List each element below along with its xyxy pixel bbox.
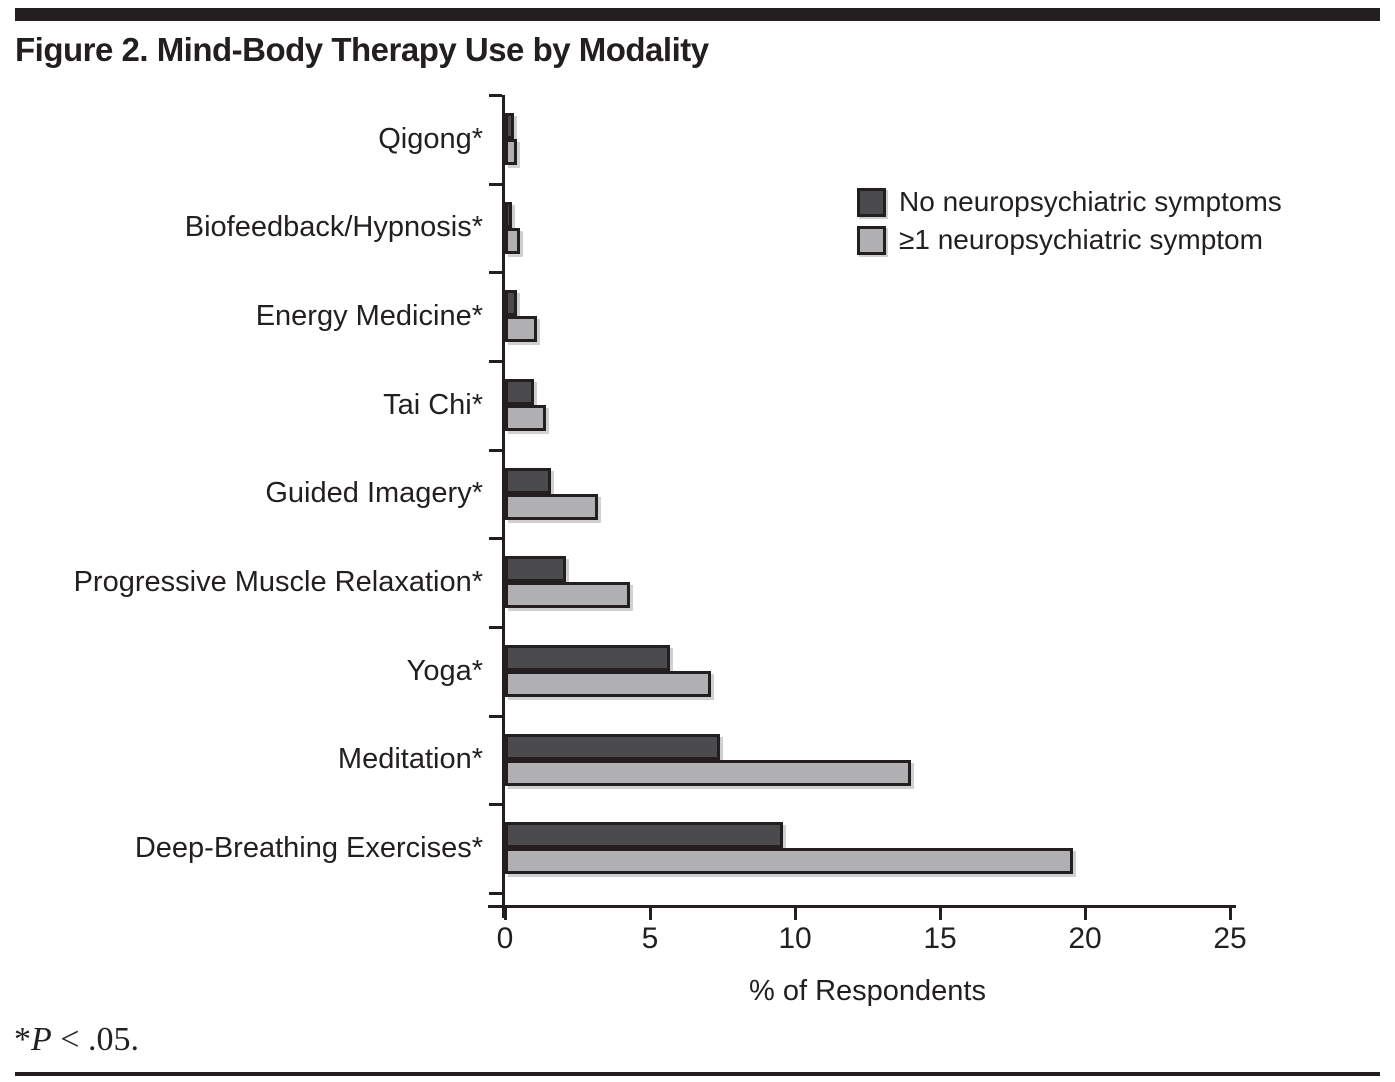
category-label: Progressive Muscle Relaxation* xyxy=(73,566,483,599)
category-label: Qigong* xyxy=(378,122,483,155)
x-axis-tick-label: 20 xyxy=(1068,922,1102,955)
category-row: Meditation* xyxy=(338,716,1232,805)
bar-ge1-symptom xyxy=(505,848,1073,875)
category-label: Energy Medicine* xyxy=(255,300,483,333)
x-axis-tick xyxy=(504,905,507,920)
footnote-p: P xyxy=(31,1021,52,1058)
category-label: Meditation* xyxy=(337,743,483,776)
legend-row-no-symptoms: No neuropsychiatric symptoms xyxy=(857,183,1282,221)
bar-no-symptoms xyxy=(505,733,720,760)
category-boundary-tick xyxy=(489,449,502,452)
bar-no-symptoms xyxy=(505,822,783,849)
category-boundary-tick xyxy=(489,715,502,718)
category-boundary-tick xyxy=(489,626,502,629)
legend-swatch-light xyxy=(857,225,886,255)
footnote-asterisk: * xyxy=(14,1021,31,1058)
legend-label-ge1-symptom: ≥1 neuropsychiatric symptom xyxy=(899,224,1263,255)
category-boundary-tick xyxy=(489,537,502,540)
bar-ge1-symptom xyxy=(505,582,630,609)
bar-no-symptoms xyxy=(505,467,551,494)
bar-no-symptoms xyxy=(505,290,517,317)
category-boundary-tick xyxy=(489,360,502,363)
bar-no-symptoms xyxy=(505,201,512,228)
category-row: Yoga* xyxy=(407,627,1232,716)
category-label: Biofeedback/Hypnosis* xyxy=(184,211,483,244)
category-boundary-tick xyxy=(489,271,502,274)
category-row: Biofeedback/Hypnosis* xyxy=(185,184,1232,273)
category-label: Yoga* xyxy=(406,654,483,687)
category-boundary-tick xyxy=(489,892,502,895)
figure-title: Figure 2. Mind-Body Therapy Use by Modal… xyxy=(15,31,709,68)
bar-ge1-symptom xyxy=(505,227,520,254)
x-axis-tick-label: 0 xyxy=(496,922,514,955)
legend: No neuropsychiatric symptoms ≥1 neuropsy… xyxy=(857,183,1282,259)
x-axis-tick xyxy=(794,905,797,920)
bar-ge1-symptom xyxy=(505,493,598,520)
bar-ge1-symptom xyxy=(505,759,911,786)
bar-ge1-symptom xyxy=(505,671,711,697)
y-axis-line xyxy=(502,95,505,918)
x-axis-tick-label: 15 xyxy=(923,922,957,955)
bar-ge1-symptom xyxy=(505,405,546,431)
category-label: Tai Chi* xyxy=(383,388,483,421)
bar-ge1-symptom xyxy=(505,139,517,165)
top-rule xyxy=(15,8,1380,21)
x-axis-tick xyxy=(939,905,942,920)
bar-ge1-symptom xyxy=(505,316,537,343)
bar-no-symptoms xyxy=(505,556,566,583)
footnote-value: < .05. xyxy=(51,1021,139,1058)
x-axis-line xyxy=(488,905,1236,908)
category-row: Progressive Muscle Relaxation* xyxy=(74,538,1232,627)
bar-no-symptoms xyxy=(505,113,514,139)
x-axis-tick xyxy=(1084,905,1087,920)
bar-no-symptoms xyxy=(505,379,534,405)
x-axis-tick-label: 5 xyxy=(641,922,659,955)
category-row: Qigong* xyxy=(378,95,1232,184)
category-row: Deep-Breathing Exercises* xyxy=(135,804,1232,893)
footnote: *P < .05. xyxy=(14,1021,139,1059)
category-row: Energy Medicine* xyxy=(256,272,1232,361)
x-axis-title: % of Respondents xyxy=(749,975,986,1007)
category-row: Guided Imagery* xyxy=(265,450,1232,539)
category-label: Guided Imagery* xyxy=(265,477,483,510)
legend-row-ge1-symptom: ≥1 neuropsychiatric symptom xyxy=(857,221,1282,259)
plot-area: Qigong* Biofeedback/Hypnosis* Energy Medic… xyxy=(74,94,1232,918)
x-axis-tick xyxy=(1229,905,1232,920)
bar-no-symptoms xyxy=(505,645,670,671)
x-axis-tick-label: 25 xyxy=(1213,922,1247,955)
legend-label-no-symptoms: No neuropsychiatric symptoms xyxy=(899,186,1282,217)
category-boundary-tick xyxy=(489,803,502,806)
category-label: Deep-Breathing Exercises* xyxy=(134,832,483,865)
x-axis-tick xyxy=(649,905,652,920)
x-axis-tick-label: 10 xyxy=(778,922,812,955)
bottom-rule xyxy=(15,1072,1380,1076)
category-row: Tai Chi* xyxy=(383,361,1232,450)
category-boundary-tick xyxy=(489,183,502,186)
legend-swatch-dark xyxy=(857,187,886,217)
category-boundary-tick xyxy=(489,94,502,97)
